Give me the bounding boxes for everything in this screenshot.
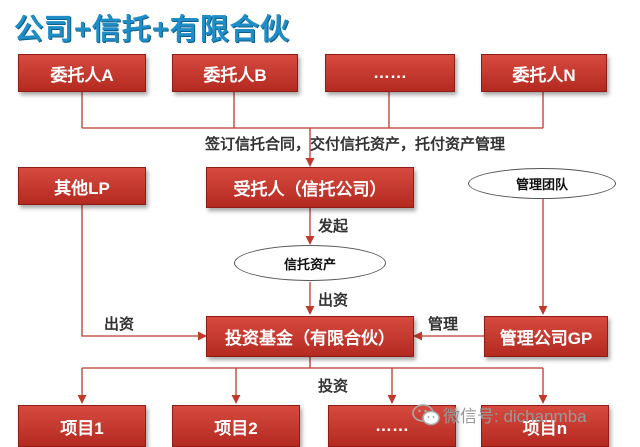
box-investment-fund: 投资基金（有限合伙）	[206, 316, 414, 357]
label-initiate: 发起	[318, 218, 349, 235]
box-principal-b: 委托人B	[172, 54, 298, 92]
ellipse-trust-asset: 信托资产	[234, 245, 386, 281]
label-manage: 管理	[428, 316, 459, 333]
label-invest-trust: 出资	[318, 292, 349, 309]
box-trustee: 受托人（信托公司）	[206, 167, 414, 208]
box-other-lp: 其他LP	[18, 167, 146, 205]
wechat-watermark: 微信号: dichanmba	[412, 402, 587, 427]
box-project-1: 项目1	[18, 405, 146, 447]
wechat-icon	[412, 403, 440, 425]
box-project-dots: ……	[328, 405, 456, 447]
label-sign-contract: 签订信托合同，交付信托资产，托付资产管理	[205, 136, 506, 153]
label-invest-projects: 投资	[318, 378, 349, 395]
arrow-lp-to-fund	[81, 205, 207, 341]
label-invest-lp: 出资	[104, 316, 135, 333]
watermark-text: 微信号: dichanmba	[443, 407, 587, 426]
diagram-title: 公司+信托+有限合伙	[14, 14, 290, 46]
box-project-n: 项目n	[481, 405, 609, 447]
box-gp: 管理公司GP	[484, 316, 608, 357]
ellipse-mgmt-team: 管理团队	[468, 168, 616, 199]
box-project-2: 项目2	[172, 405, 300, 447]
box-principal-n: 委托人N	[481, 54, 607, 92]
box-principal-dots: ……	[325, 54, 455, 92]
box-principal-a: 委托人A	[18, 54, 146, 92]
